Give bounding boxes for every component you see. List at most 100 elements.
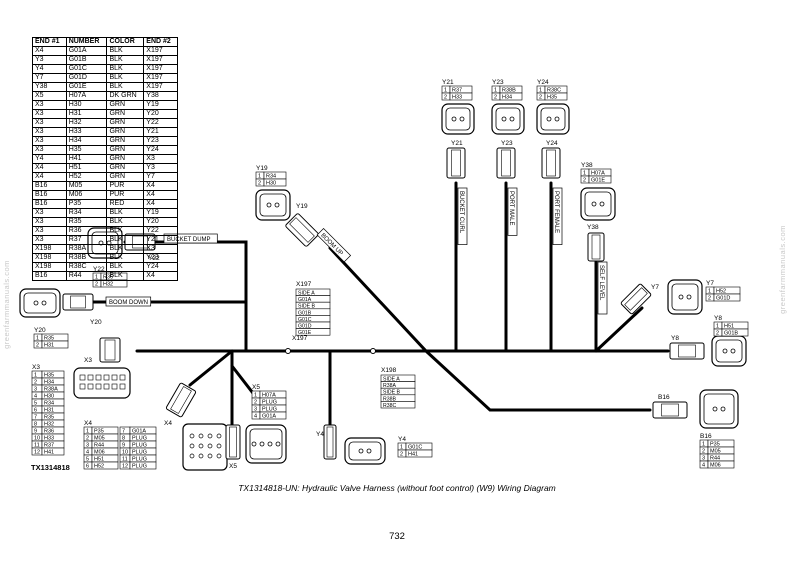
socket-pin: [599, 201, 605, 207]
pin-number: 4: [86, 450, 89, 456]
wire-cell: [449, 92, 473, 101]
plug-ribs: [661, 403, 679, 417]
wire-table-cell: Y21: [143, 235, 178, 245]
pin-number: 2: [716, 331, 719, 337]
socket-pin: [686, 294, 692, 300]
socket-pin: [198, 453, 204, 459]
socket-pin: [259, 441, 265, 447]
connector-label: Y24: [537, 79, 549, 86]
pin-number: 11: [122, 457, 128, 463]
plug-label: Y19: [296, 203, 308, 210]
pin-number: 1: [34, 373, 37, 379]
branch-label-text: PORT FEMALE: [553, 191, 559, 233]
wire-table-cell: GRN: [106, 100, 145, 110]
pin-wire: R35: [44, 336, 54, 342]
pin-wire: M05: [710, 449, 721, 455]
socket-pin: [119, 383, 126, 390]
socket-pin: [95, 374, 102, 381]
pin-wire: H34: [502, 95, 512, 101]
splice-row: SIDE A: [298, 291, 315, 297]
socket-body: [441, 103, 475, 135]
watermark-right: greenfarmmanuals.com: [777, 225, 787, 314]
pin-number: 9: [122, 443, 125, 449]
socket-body: [699, 389, 739, 429]
plug-ribs: [624, 287, 648, 311]
pin-number: 1: [258, 174, 261, 180]
wire-table-cell: BLK: [106, 271, 145, 281]
socket-pin: [546, 116, 552, 122]
pin-number: 1: [583, 171, 586, 177]
connector-label: Y23: [492, 79, 504, 86]
wire-table-cell: GRN: [106, 109, 145, 119]
sensor-socket: [699, 389, 739, 429]
pin-wire: R38C: [547, 88, 561, 94]
harness-plug: [541, 147, 561, 179]
harness-wire: [188, 349, 234, 387]
plug-ribs: [501, 149, 511, 177]
socket-pin: [207, 453, 213, 459]
pin-number: 1: [86, 429, 89, 435]
wire-table-cell: PUR: [106, 181, 145, 191]
pin-wire: H41: [408, 452, 418, 458]
socket-pin: [41, 300, 47, 306]
plug-ribs: [591, 234, 601, 260]
socket-body: [491, 103, 525, 135]
wire-table-cell: X198: [32, 262, 67, 272]
pin-wire: H51: [724, 324, 734, 330]
connector-label: Y7: [706, 280, 714, 287]
socket-pin: [189, 433, 195, 439]
wire-cell: [707, 460, 735, 469]
wire-table-cell: BLK: [106, 82, 145, 92]
wire-table-cell: GRN: [106, 163, 145, 173]
socket-pin: [207, 443, 213, 449]
wire-table-cell: X3: [32, 208, 67, 218]
harness-plug: [652, 401, 688, 419]
wire-table-cell: X3: [32, 226, 67, 236]
wire-cell: [544, 92, 568, 101]
plug-body: [446, 147, 466, 179]
wire-table-cell: R35: [65, 217, 108, 227]
pin-wire: H30: [44, 394, 54, 400]
socket-face: [445, 107, 471, 131]
wire-table-cell: X4: [143, 181, 178, 191]
x5-socket: [245, 424, 287, 464]
wire-table-cell: BLK: [106, 235, 145, 245]
branch-label-box: [457, 187, 468, 245]
plug-body: [323, 424, 337, 460]
wire-table-cell: Y22: [143, 118, 178, 128]
pin-wire: M06: [94, 450, 105, 456]
wire-table-cell: GRN: [106, 127, 145, 137]
harness-plug: [225, 424, 241, 460]
socket-face: [495, 107, 521, 131]
socket-pin: [358, 448, 364, 454]
connector-label: Y38: [581, 162, 593, 169]
page-number: 732: [389, 531, 405, 542]
wire-table-cell: X3: [32, 136, 67, 146]
branch-label-text: SELF LEVEL: [598, 265, 604, 301]
label-port-male: PORT MALE: [507, 187, 518, 236]
harness-wire: [328, 246, 652, 412]
wire-table-cell: BLK: [106, 208, 145, 218]
splice-cell: [380, 401, 416, 409]
branch-label-box: [552, 187, 563, 245]
label-boom-up: BOOM UP: [316, 227, 352, 263]
socket-pin: [33, 300, 39, 306]
splice-row: SIDE B: [298, 304, 316, 310]
socket-body: [73, 367, 131, 399]
wire-table-cell: X4: [32, 46, 67, 56]
wire-table-cell: Y38: [32, 82, 67, 92]
socket-face: [671, 283, 699, 311]
wire-cell: [259, 411, 287, 420]
wire-table-cell: Y4: [32, 154, 67, 164]
